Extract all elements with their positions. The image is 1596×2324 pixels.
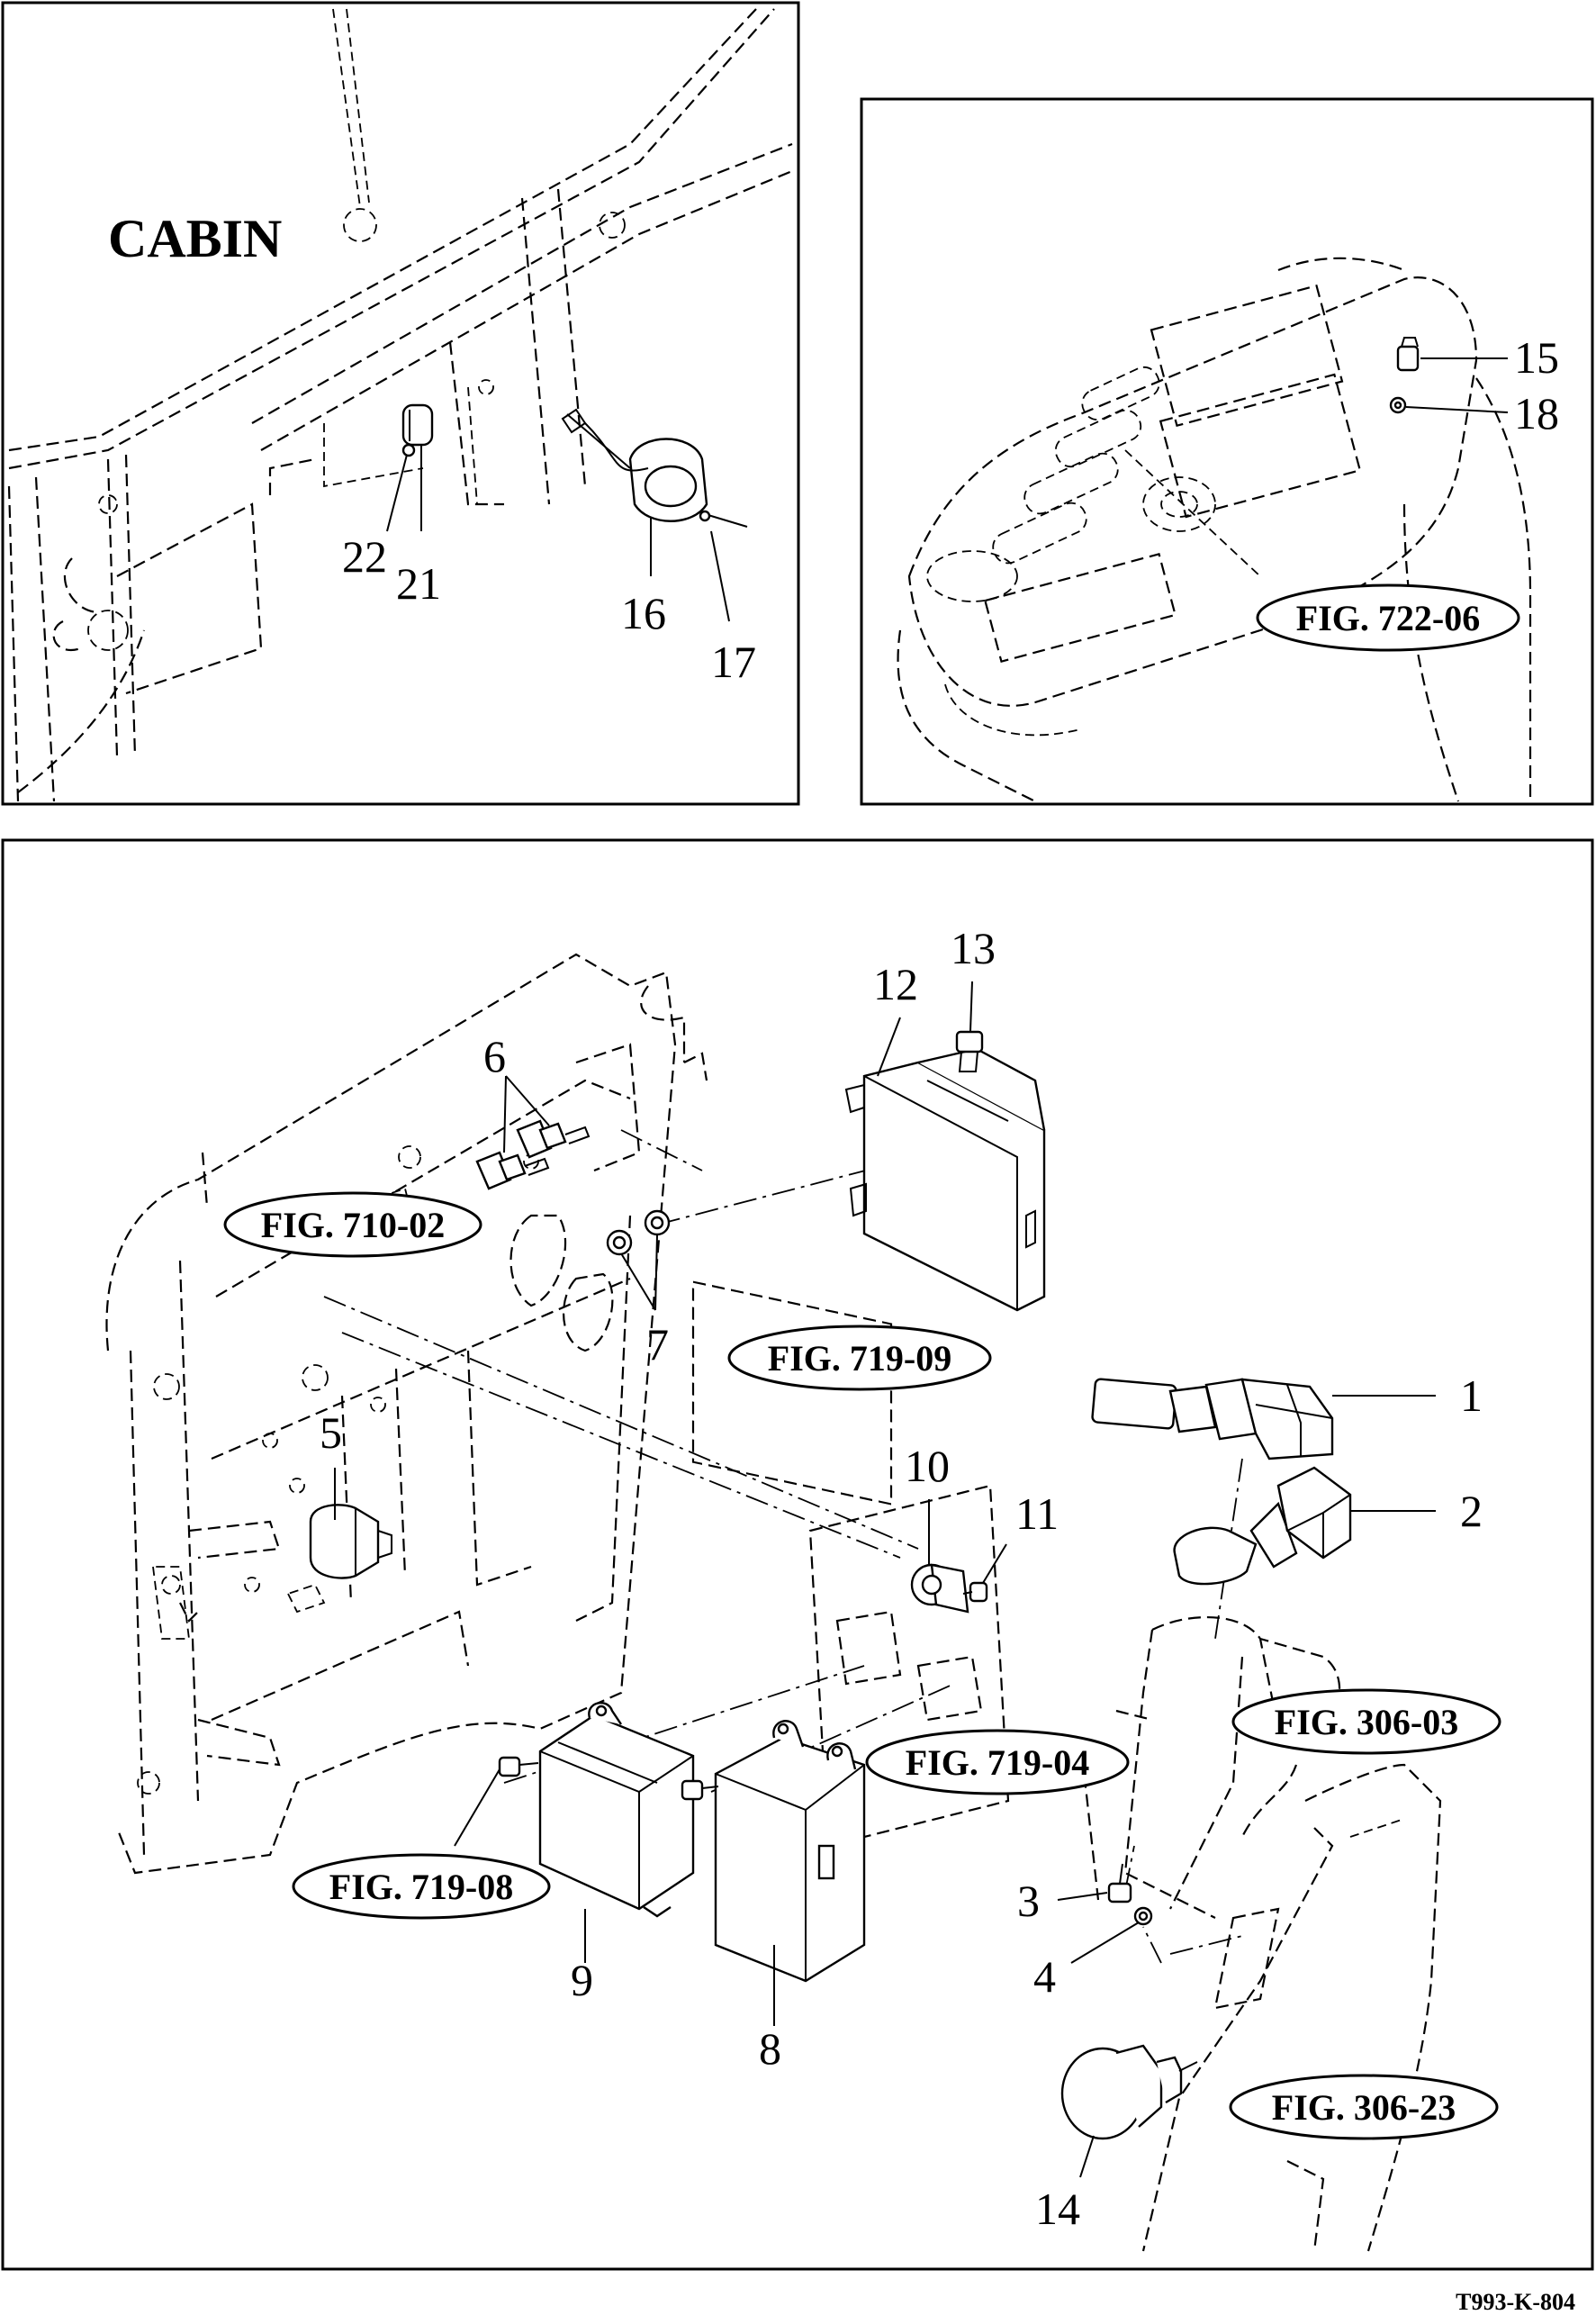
ref-label-306-03: FIG. 306-03 — [1275, 1702, 1458, 1742]
callout-3: 3 — [1017, 1876, 1040, 1926]
screw-11 — [962, 1581, 988, 1603]
ref-oval-710-02 — [223, 1191, 482, 1258]
ref-oval-306-03 — [1231, 1688, 1501, 1755]
relay-10 — [910, 1563, 969, 1614]
ref-oval-719-04 — [865, 1729, 1130, 1795]
callout-11: 11 — [1015, 1488, 1059, 1539]
console-washer-18 — [1389, 396, 1407, 414]
console-drawing — [897, 257, 1532, 802]
callout-14: 14 — [1035, 2184, 1080, 2234]
ref-oval-306-23 — [1229, 2074, 1499, 2140]
washer-7 — [606, 1209, 671, 1256]
callout-16: 16 — [621, 588, 666, 638]
washer-4 — [1133, 1906, 1153, 1926]
ref-label-710-02: FIG. 710-02 — [261, 1205, 445, 1245]
main-leaders — [334, 981, 1436, 2178]
cabin-panel-frame — [1, 1, 800, 806]
bolt-13 — [955, 1030, 984, 1072]
callout-10: 10 — [905, 1441, 950, 1491]
ref-label-722-06: FIG. 722-06 — [1296, 598, 1480, 638]
ref-oval-719-09 — [727, 1325, 992, 1391]
console-panel-frame — [860, 97, 1594, 806]
callout-2: 2 — [1460, 1486, 1483, 1536]
callout-13: 13 — [951, 923, 996, 973]
ref-oval-722-06 — [1256, 583, 1520, 652]
pressure-sensor-6 — [475, 1119, 591, 1190]
drawing-code: T993-K-804 — [1456, 2289, 1575, 2315]
ref-label-719-04: FIG. 719-04 — [906, 1742, 1089, 1783]
callout-5: 5 — [320, 1407, 342, 1458]
relay-box-9 — [498, 1701, 695, 1918]
controller-unit-12 — [844, 1047, 1046, 1312]
console-switch-15 — [1396, 337, 1420, 372]
callout-21: 21 — [396, 558, 441, 609]
mounting-brackets — [683, 1052, 1010, 1848]
ref-label-719-09: FIG. 719-09 — [768, 1338, 951, 1379]
control-box-8 — [681, 1720, 866, 1983]
console-leaders — [1405, 357, 1509, 413]
callout-15: 15 — [1514, 332, 1559, 383]
joystick-switch-1 — [1091, 1378, 1334, 1460]
cabin-frame-drawing — [7, 8, 793, 802]
ref-label-719-08: FIG. 719-08 — [329, 1867, 513, 1907]
callout-7: 7 — [646, 1319, 669, 1370]
buzzer-assembly — [401, 403, 434, 457]
callout-8: 8 — [759, 2023, 781, 2074]
screw-3 — [1107, 1863, 1132, 1904]
callout-1: 1 — [1460, 1370, 1483, 1421]
main-panel-frame — [1, 838, 1594, 2271]
horn-assembly — [561, 408, 748, 528]
cabin-leaders — [386, 445, 730, 622]
cabin-title: CABIN — [108, 209, 282, 268]
ref-oval-719-08 — [292, 1853, 551, 1920]
callout-12: 12 — [873, 959, 918, 1009]
callout-17: 17 — [711, 637, 756, 687]
knob-14 — [1060, 2044, 1198, 2140]
callout-18: 18 — [1514, 388, 1559, 439]
toggle-switch-2 — [1173, 1466, 1352, 1586]
connector-5 — [309, 1504, 392, 1579]
ref-label-306-23: FIG. 306-23 — [1272, 2087, 1456, 2128]
callout-22: 22 — [342, 531, 387, 582]
callout-6: 6 — [483, 1031, 506, 1081]
callout-4: 4 — [1033, 1951, 1056, 2002]
callout-9: 9 — [571, 1955, 593, 2005]
